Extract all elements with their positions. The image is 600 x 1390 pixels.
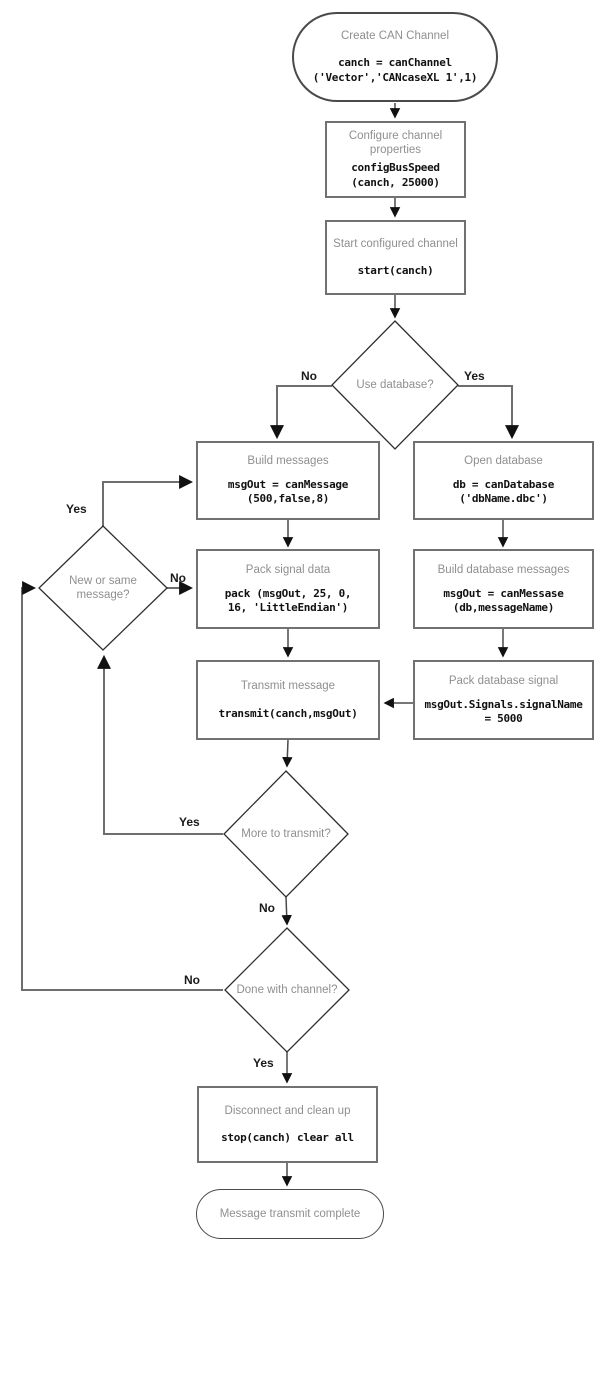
- decision-use-database-shape: [331, 320, 459, 450]
- label-more-transmit-no: No: [259, 901, 275, 915]
- decision-done-channel-question: Done with channel?: [236, 984, 338, 996]
- node-transmit-complete: Message transmit complete: [196, 1189, 384, 1239]
- label-done-channel-yes: Yes: [253, 1056, 274, 1070]
- edge-use-database-no: [270, 385, 332, 440]
- edge-more-no-to-done: [281, 896, 292, 926]
- node-open-database-code: db = canDatabase ('dbName.dbc'): [452, 477, 555, 506]
- node-open-database: Open database db = canDatabase ('dbName.…: [413, 441, 594, 520]
- label-use-database-no: No: [301, 369, 317, 383]
- node-transmit-message: Transmit message transmit(canch,msgOut): [196, 660, 380, 740]
- node-pack-signal-data: Pack signal data pack (msgOut, 25, 0, 16…: [196, 549, 380, 629]
- edge-transmit-to-more: [282, 739, 293, 768]
- node-pack-database-signal-title: Pack database signal: [448, 674, 559, 687]
- edge-use-database-yes: [458, 385, 519, 440]
- node-disconnect-cleanup-code: stop(canch) clear all: [221, 1131, 354, 1145]
- decision-new-or-same-shape: [38, 525, 168, 651]
- node-pack-signal-data-title: Pack signal data: [245, 563, 331, 576]
- node-create-channel-code: canch = canChannel ('Vector','CANcaseXL …: [312, 56, 478, 84]
- decision-more-transmit-shape: [223, 770, 349, 898]
- node-build-database-messages: Build database messages msgOut = canMess…: [413, 549, 594, 629]
- label-new-or-same-yes: Yes: [66, 502, 87, 516]
- node-open-database-title: Open database: [464, 455, 543, 468]
- node-build-messages: Build messages msgOut = canMessage (500,…: [196, 441, 380, 520]
- node-build-messages-code: msgOut = canMessage (500,false,8): [227, 477, 349, 506]
- label-use-database-yes: Yes: [464, 369, 485, 383]
- node-configure-properties-code: configBusSpeed (canch, 25000): [351, 161, 440, 189]
- label-new-or-same-no: No: [170, 571, 186, 585]
- node-start-channel: Start configured channel start(canch): [325, 220, 466, 295]
- node-start-channel-code: start(canch): [357, 263, 434, 277]
- edge-more-yes-to-newsame: [97, 654, 223, 835]
- decision-use-database-question: Use database?: [356, 379, 434, 391]
- node-create-channel: Create CAN Channel canch = canChannel ('…: [292, 12, 498, 102]
- node-pack-database-signal-code: msgOut.Signals.signalName = 5000: [424, 697, 583, 725]
- node-build-database-messages-title: Build database messages: [437, 563, 570, 576]
- node-build-messages-title: Build messages: [247, 455, 329, 468]
- node-pack-signal-data-code: pack (msgOut, 25, 0, 16, 'LittleEndian'): [224, 586, 352, 614]
- node-disconnect-cleanup: Disconnect and clean up stop(canch) clea…: [197, 1086, 378, 1163]
- node-create-channel-title: Create CAN Channel: [340, 30, 450, 43]
- label-more-transmit-yes: Yes: [179, 815, 200, 829]
- node-start-channel-title: Start configured channel: [333, 237, 458, 250]
- label-done-channel-no: No: [184, 973, 200, 987]
- node-pack-database-signal: Pack database signal msgOut.Signals.sign…: [413, 660, 594, 740]
- node-configure-properties-title: Configure channel properties: [348, 130, 443, 157]
- decision-new-or-same-question: New or same message?: [69, 575, 137, 602]
- node-configure-properties: Configure channel properties configBusSp…: [325, 121, 466, 198]
- node-transmit-message-code: transmit(canch,msgOut): [218, 707, 358, 721]
- node-disconnect-cleanup-title: Disconnect and clean up: [224, 1104, 351, 1117]
- edge-newsame-yes-to-build: [102, 475, 194, 527]
- decision-more-transmit-question: More to transmit?: [241, 828, 331, 840]
- edge-done-no-to-newsame: [21, 581, 223, 991]
- node-transmit-message-title: Transmit message: [240, 679, 336, 692]
- node-build-database-messages-code: msgOut = canMessase (db,messageName): [443, 586, 564, 614]
- decision-done-channel-shape: [224, 927, 350, 1053]
- node-transmit-complete-title: Message transmit complete: [219, 1207, 361, 1220]
